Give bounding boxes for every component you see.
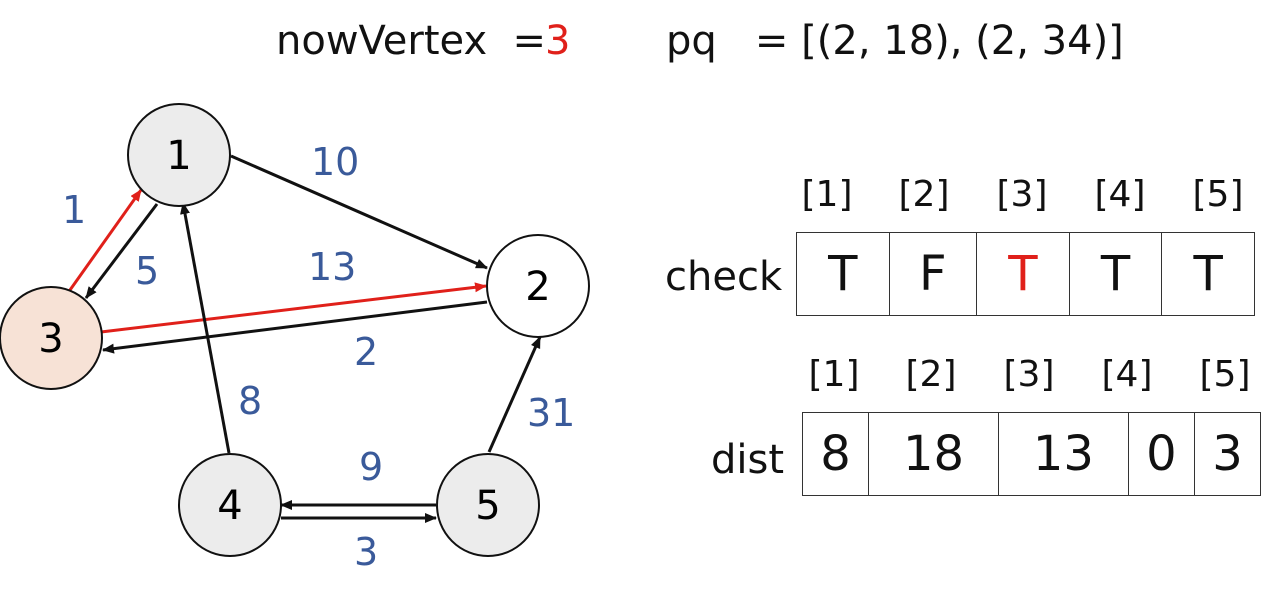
edge-weight-4-1: 8 [238,379,262,423]
check-index-3: [3] [996,174,1048,215]
edge-weight-1-2: 10 [311,140,359,184]
edge-weight-3-1: 1 [62,188,86,232]
edge-3-2 [100,282,487,334]
node-5-label: 5 [475,483,500,529]
check-cell-4: T [1068,232,1163,316]
edge-2-3 [102,300,488,354]
dist-index-4: [4] [1101,354,1153,395]
dist-index-2: [2] [905,354,957,395]
check-cell-5: T [1161,232,1255,316]
edge-1-3 [84,203,159,299]
node-5: 5 [436,453,540,557]
edge-weight-5-2: 31 [527,391,575,435]
dist-index-5: [5] [1199,354,1251,395]
check-cell-3: T [976,232,1070,316]
dist-cell-2: 18 [868,412,999,496]
now-vertex-label: nowVertex = [276,18,547,64]
check-index-2: [2] [898,174,950,215]
edge-weight-4-5: 3 [354,530,378,574]
edge-1-2 [230,154,488,270]
graph-diagram: 10 1 5 13 2 8 31 9 3 1 2 3 4 5 [0,103,590,574]
check-index-4: [4] [1094,174,1146,215]
node-3-label: 3 [38,316,63,362]
dist-cell-3: 13 [997,412,1129,496]
now-vertex-value: 3 [545,18,571,64]
priority-queue-text: pq = [(2, 18), (2, 34)] [666,18,1124,64]
node-3: 3 [0,286,103,390]
check-index-1: [1] [801,174,853,215]
dist-index-3: [3] [1003,354,1055,395]
dist-array: 8 18 13 0 3 [801,412,1262,496]
edge-5-2 [487,336,542,453]
edge-weight-5-4: 9 [359,445,383,489]
node-2-label: 2 [525,264,550,310]
node-4: 4 [178,453,282,557]
node-2: 2 [486,234,590,338]
dist-cell-5: 3 [1193,412,1262,496]
dist-cell-1: 8 [801,412,870,496]
edge-3-1 [68,189,143,291]
dist-label: dist [711,437,785,483]
edge-4-1 [180,202,231,454]
check-label: check [665,254,783,300]
edge-weight-1-3: 5 [135,249,159,293]
dist-index-1: [1] [808,354,860,395]
edge-weight-3-2: 13 [308,245,356,289]
node-1: 1 [127,103,231,207]
node-1-label: 1 [166,133,191,179]
check-cell-1: T [796,232,890,316]
node-4-label: 4 [217,483,242,529]
check-index-5: [5] [1192,174,1244,215]
check-array: T F T T T [796,232,1255,316]
dist-cell-4: 0 [1127,412,1195,496]
edge-weight-2-3: 2 [354,330,378,374]
check-cell-2: F [888,232,978,316]
